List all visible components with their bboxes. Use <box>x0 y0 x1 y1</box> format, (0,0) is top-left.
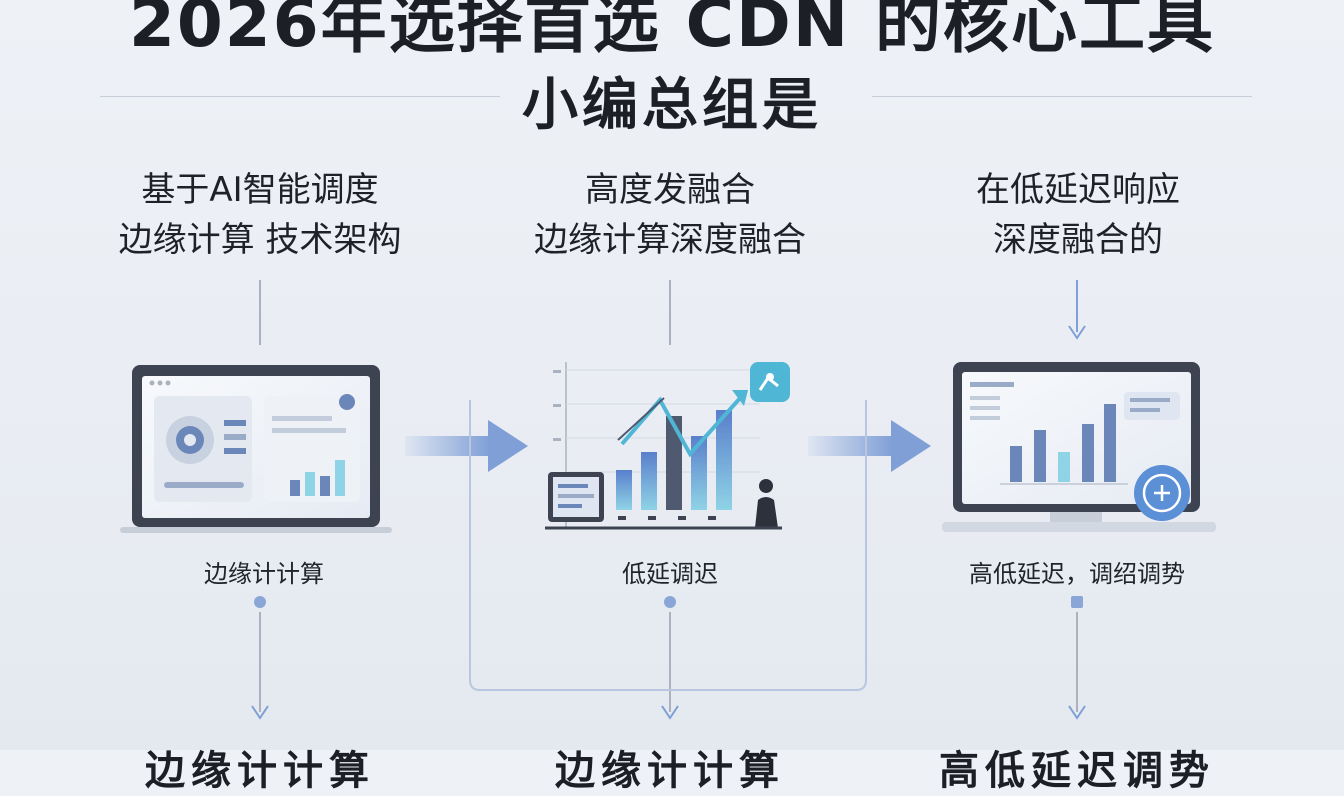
flow-arrow-2 <box>808 420 931 472</box>
down-arrow-icon <box>1068 612 1086 720</box>
down-arrow-icon <box>661 612 679 720</box>
flow-diagram <box>120 280 1216 720</box>
column-1-bottom-text: 边缘计计算 <box>145 748 375 794</box>
column-3-caption: 高低延迟，调绍调势 <box>969 560 1185 588</box>
title-divider-right <box>872 96 1252 97</box>
column-2-heading-line1: 高度发融合 <box>585 170 755 210</box>
column-2-heading-line2: 边缘计算深度融合 <box>534 220 806 260</box>
column-3-heading-line2: 深度融合的 <box>993 220 1163 260</box>
monitor-analytics-illustration <box>942 362 1216 532</box>
column-2-bottom-text: 边缘计计算 <box>555 748 785 794</box>
node-dot-2 <box>664 596 676 608</box>
page-title: 2026年选择首选 CDN 的核心工具 <box>128 0 1216 62</box>
down-arrow-icon <box>1068 280 1086 340</box>
page-subtitle: 小编总组是 <box>522 73 822 138</box>
down-arrow-icon <box>251 612 269 720</box>
loop-connector <box>469 400 867 691</box>
flow-arrow-1 <box>405 420 528 472</box>
column-3-heading-line1: 在低延迟响应 <box>976 170 1180 210</box>
column-1-heading-line2: 边缘计算 技术架构 <box>118 220 402 260</box>
column-2-heading: 高度发融合 边缘计算深度融合 <box>490 165 850 265</box>
column-3-bottom-text: 高低延迟调势 <box>939 748 1215 794</box>
growth-chart-illustration <box>545 362 790 530</box>
node-dot-1 <box>254 596 266 608</box>
title-divider-left <box>100 96 500 97</box>
column-1-caption: 边缘计计算 <box>204 560 324 588</box>
column-1-heading-line1: 基于AI智能调度 <box>141 170 379 210</box>
column-1-heading: 基于AI智能调度 边缘计算 技术架构 <box>80 165 440 265</box>
column-3-heading: 在低延迟响应 深度融合的 <box>898 165 1258 265</box>
laptop-dashboard-illustration <box>120 365 392 533</box>
node-dot-3 <box>1071 596 1083 608</box>
column-2-caption: 低延调迟 <box>622 560 718 588</box>
